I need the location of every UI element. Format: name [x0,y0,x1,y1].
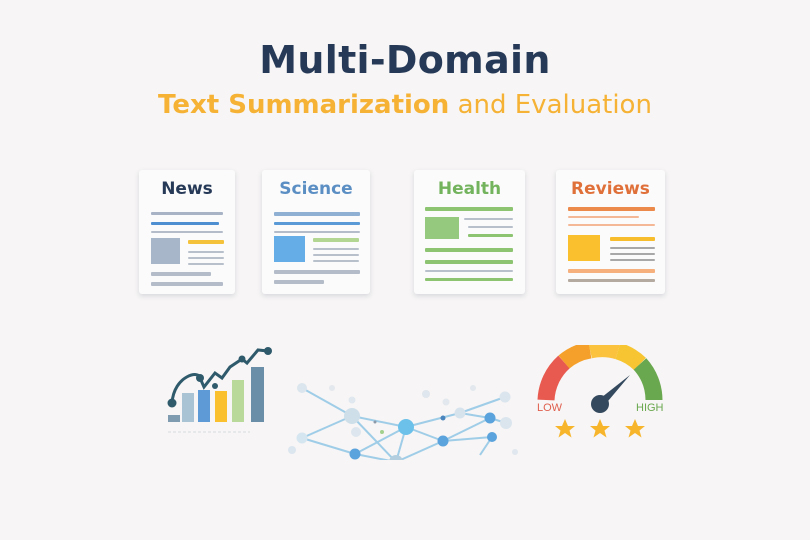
line [610,253,655,255]
subtitle-strong: Text Summarization [158,90,450,120]
image-placeholder [274,236,305,262]
line [610,237,655,241]
subtitle-rest: and Evaluation [449,90,652,120]
rating-stars [555,419,645,438]
line [274,280,324,284]
line [425,260,513,264]
line [568,224,655,226]
card-label-reviews: Reviews [571,179,650,199]
line [568,269,655,273]
image-placeholder [425,217,459,239]
bar-chart-trend-icon [167,347,272,433]
line [313,248,359,250]
line [188,263,224,265]
line [568,279,655,282]
line [568,207,655,211]
line [568,216,639,218]
line [151,231,223,233]
line [188,240,224,244]
line [468,226,513,228]
line [313,238,359,242]
line [468,234,513,237]
line [610,247,655,249]
page-subtitle: Text Summarization and Evaluation [0,90,810,120]
image-placeholder [151,238,180,264]
line [188,257,224,259]
line [151,282,223,286]
line [610,259,655,261]
line [274,222,360,225]
line [274,270,360,274]
line [425,248,513,252]
line [151,212,223,215]
card-science: Science [262,170,370,294]
line [188,251,224,253]
line [274,212,360,216]
line [151,222,219,225]
line [425,270,513,272]
card-health: Health [414,170,525,294]
line [151,272,211,276]
line [425,207,513,211]
image-placeholder [568,235,600,261]
line [464,218,513,220]
card-label-science: Science [279,179,353,199]
gauge-high-label: HIGH [636,402,664,414]
page-title: Multi-Domain [259,38,551,82]
line [313,254,359,256]
gauge-low-label: LOW [537,402,563,414]
card-label-health: Health [437,179,502,199]
line [274,231,360,233]
card-reviews: Reviews [556,170,665,294]
card-label-news: News [161,179,213,199]
line [425,278,513,281]
gauge-icon: LOW HIGH [537,345,664,438]
network-graph-icon [288,383,518,460]
line [313,260,359,262]
card-news: News [139,170,235,294]
